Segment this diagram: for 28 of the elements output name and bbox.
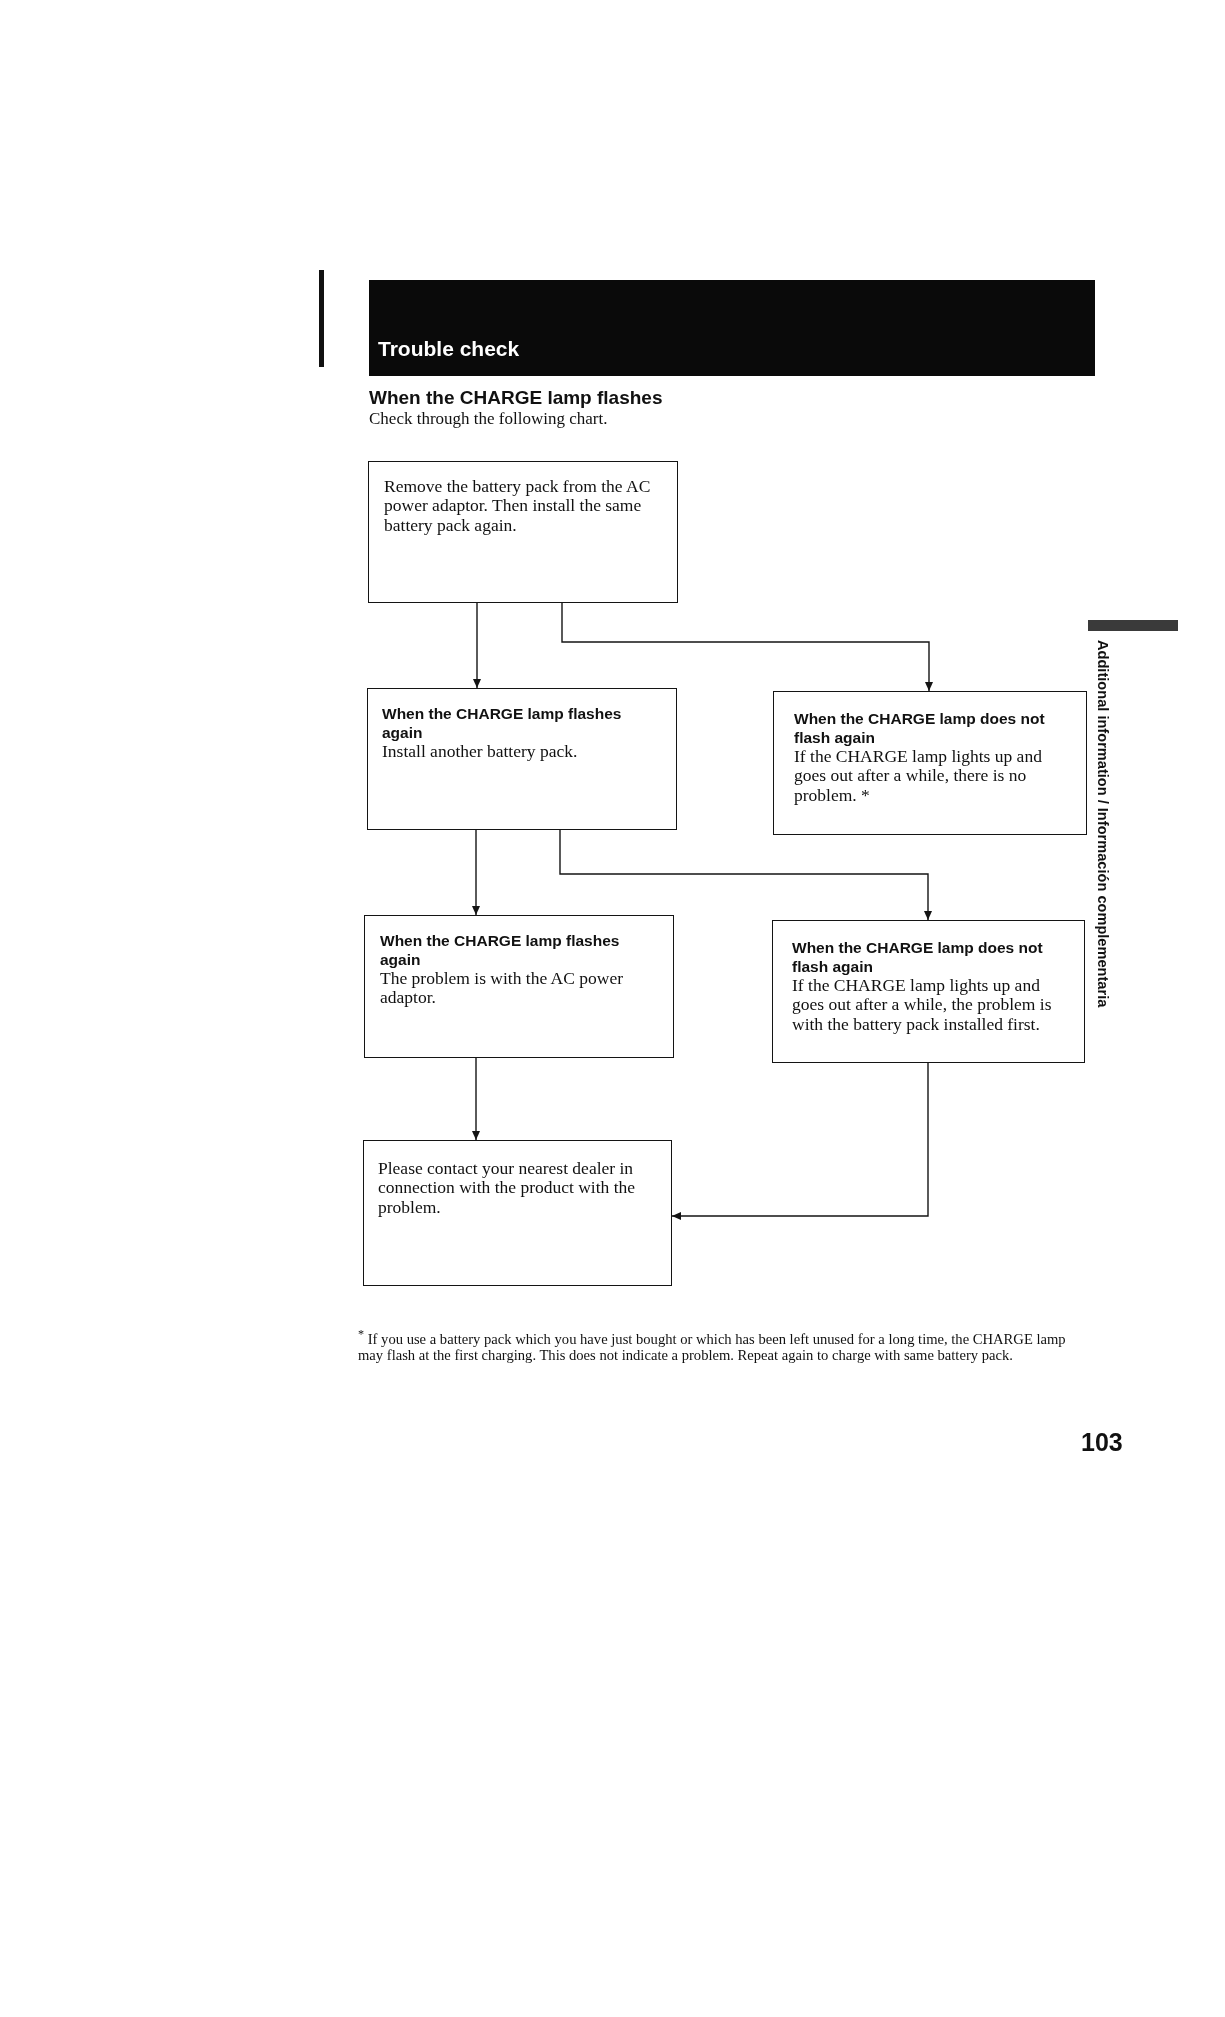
- section-heading: When the CHARGE lamp flashes: [369, 387, 663, 409]
- result-box: [773, 691, 1087, 835]
- connector-arrow: [473, 602, 481, 689]
- page-title: Trouble check: [378, 337, 520, 361]
- box-text: If the CHARGE lamp lights up and goes out after a while, there is no problem. *: [794, 747, 1043, 805]
- connector-arrow: [671, 1062, 929, 1220]
- result-box: [364, 915, 674, 1058]
- box-text: Remove the battery pack from the AC power adaptor. Then install the same battery pack again.: [384, 477, 652, 535]
- connector-arrow: [472, 829, 480, 916]
- page-number: 103: [1081, 1428, 1123, 1457]
- intro-text: Check through the following chart.: [369, 409, 608, 429]
- box-heading: When the CHARGE lamp does not flash again: [794, 710, 1046, 747]
- step-box: [363, 1140, 672, 1286]
- box-heading: When the CHARGE lamp flashes again: [380, 932, 621, 969]
- result-box: [367, 688, 677, 830]
- connector-arrow: [472, 1057, 480, 1141]
- box-text: Install another battery pack.: [382, 742, 579, 762]
- step-box: [368, 461, 678, 603]
- box-text: If the CHARGE lamp lights up and goes out after a while, the problem is with the battery pack installed first.: [792, 976, 1053, 1034]
- connector-arrow: [561, 602, 933, 692]
- footnote: $^{*}$ If you use a battery pack which you have just bought or which has been left unused for a long time, the CHARGE lamp may flash at the first charging. This does not indicate a problem. Repeat again to charge with same battery pack.: [358, 1326, 1067, 1363]
- box-text: The problem is with the AC power adaptor.: [380, 969, 625, 1008]
- box-heading: When the CHARGE lamp flashes again: [382, 705, 623, 742]
- box-heading: When the CHARGE lamp does not flash again: [792, 939, 1044, 976]
- connector-arrow: [559, 829, 932, 921]
- result-box: [772, 920, 1085, 1063]
- box-text: Please contact your nearest dealer in connection with the product with the problem.: [378, 1159, 637, 1217]
- section-tab-label: Additional information / Información complementaria: [1095, 640, 1111, 1008]
